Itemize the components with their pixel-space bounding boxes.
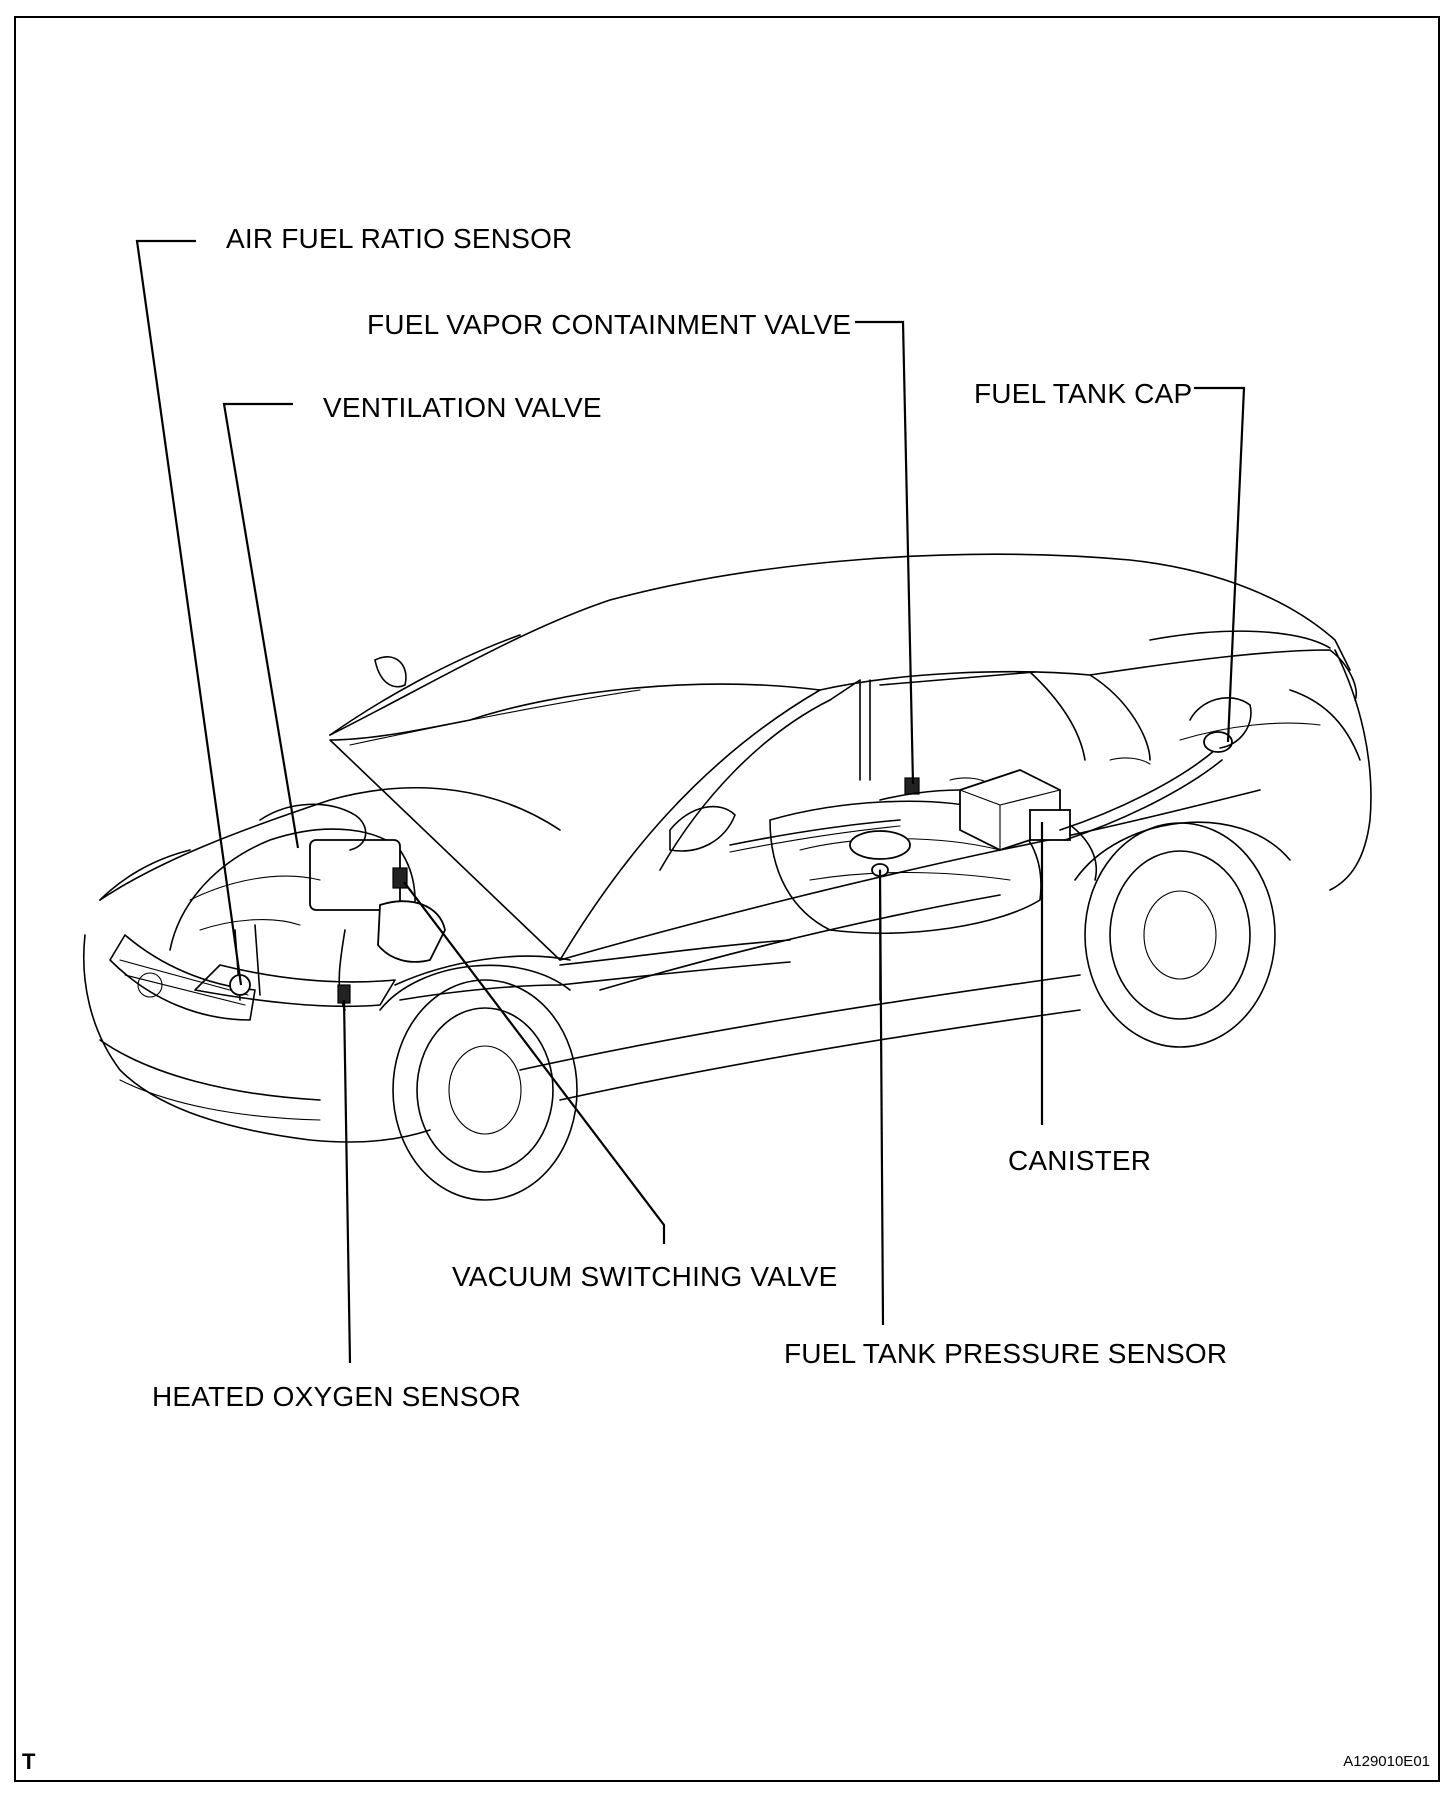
label-fuel-vapor-containment-valve: FUEL VAPOR CONTAINMENT VALVE	[367, 309, 852, 340]
corner-mark: T	[22, 1749, 36, 1774]
label-heated-oxygen-sensor: HEATED OXYGEN SENSOR	[152, 1381, 522, 1412]
leader-heated-oxygen-sensor	[342, 999, 352, 1364]
label-fuel-tank-pressure-sensor: FUEL TANK PRESSURE SENSOR	[784, 1338, 1228, 1369]
leader-fuel-tank-cap	[1194, 386, 1246, 743]
fuel-system	[729, 696, 1252, 1001]
leader-air-fuel-ratio-sensor	[135, 239, 243, 986]
label-fuel-tank-cap: FUEL TANK CAP	[974, 378, 1193, 409]
label-air-fuel-ratio-sensor: AIR FUEL RATIO SENSOR	[226, 223, 573, 254]
engine-bay	[169, 803, 791, 1011]
figure-id: A129010E01	[1343, 1753, 1430, 1770]
car-body-outline	[82, 553, 1372, 1201]
leader-fuel-vapor-containment-valve	[855, 320, 915, 785]
label-ventilation-valve: VENTILATION VALVE	[323, 392, 602, 423]
leader-ventilation-valve	[222, 402, 300, 849]
label-canister: CANISTER	[1008, 1145, 1152, 1176]
diagram-frame	[14, 16, 1440, 1782]
leader-lines	[135, 239, 1246, 1364]
leader-fuel-tank-pressure-sensor	[878, 869, 885, 1326]
leader-vacuum-switching-valve	[403, 881, 666, 1244]
label-vacuum-switching-valve: VACUUM SWITCHING VALVE	[452, 1261, 838, 1292]
